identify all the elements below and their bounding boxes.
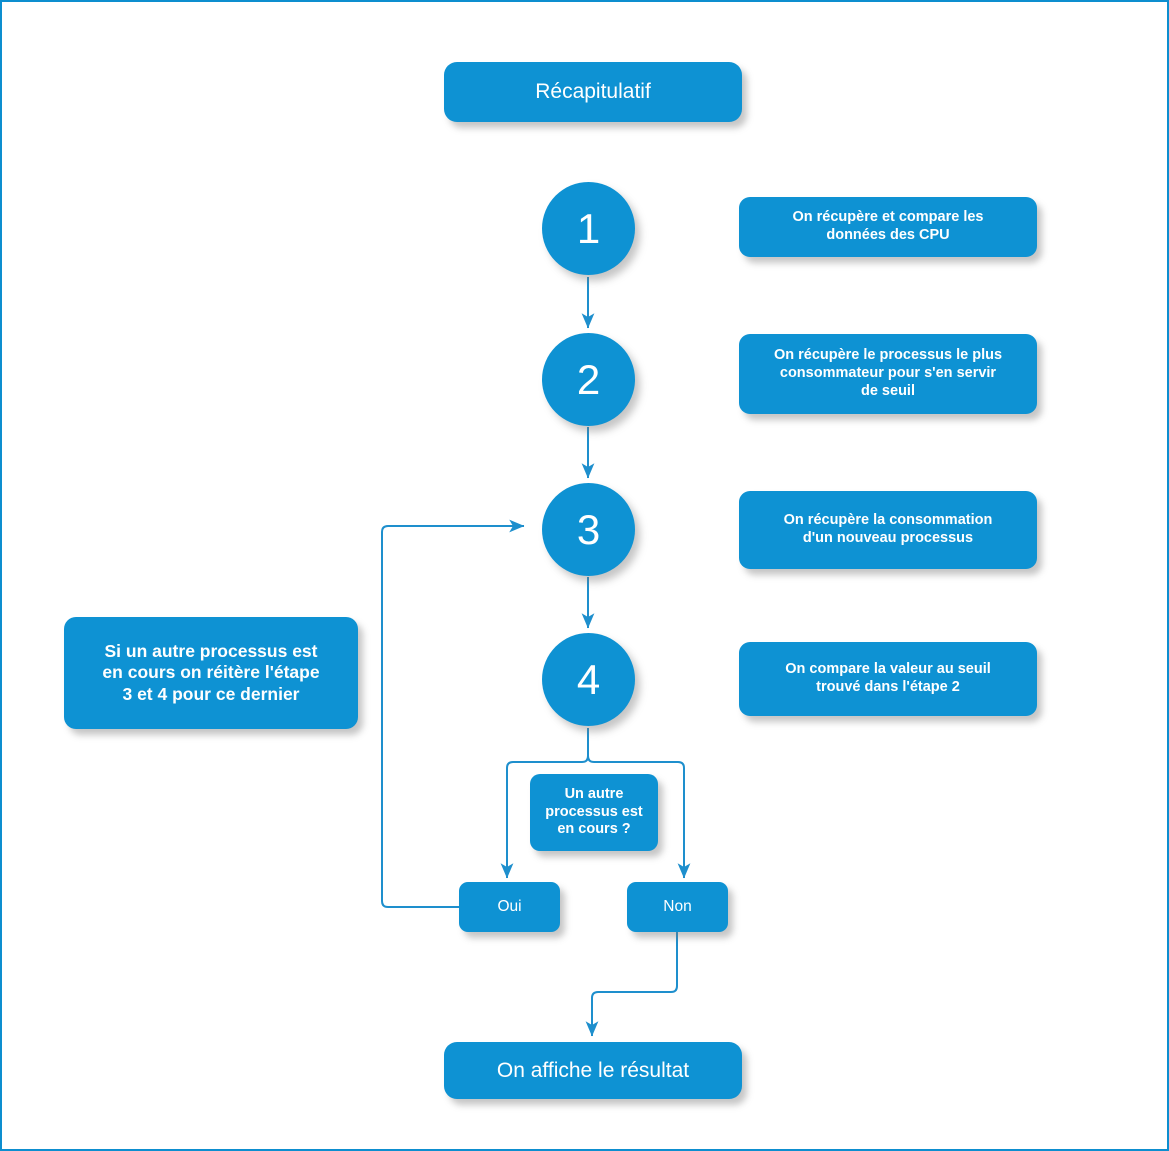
title-label: Récapitulatif <box>535 80 651 104</box>
step-note-1[interactable]: On récupère et compare les données des C… <box>739 197 1037 257</box>
connector-non-result <box>585 932 678 1037</box>
decision-box[interactable]: Un autre processus est en cours ? <box>530 774 658 851</box>
branch-box-oui[interactable]: Oui <box>459 882 560 932</box>
step-circle-2[interactable]: 2 <box>542 333 635 426</box>
step-circle-3[interactable]: 3 <box>542 483 635 576</box>
result-box[interactable]: On affiche le résultat <box>444 1042 742 1099</box>
step-number-1: 1 <box>576 204 601 252</box>
step-number-3: 3 <box>576 505 601 553</box>
step-circle-1[interactable]: 1 <box>542 182 635 275</box>
decision-label: Un autre processus est en cours ? <box>545 785 643 838</box>
loop-note-label: Si un autre processus est en cours on ré… <box>102 640 320 704</box>
connector-oui-loopback <box>381 519 525 908</box>
loop-note-box[interactable]: Si un autre processus est en cours on ré… <box>64 617 358 729</box>
step-note-4[interactable]: On compare la valeur au seuil trouvé dan… <box>739 642 1037 716</box>
step-note-3[interactable]: On récupère la consommation d'un nouveau… <box>739 491 1037 569</box>
step-note-2-label: On récupère le processus le plus consomm… <box>773 347 1003 399</box>
step-note-3-label: On récupère la consommation d'un nouveau… <box>783 512 993 546</box>
title-box[interactable]: Récapitulatif <box>444 62 742 122</box>
step-number-4: 4 <box>576 655 601 703</box>
step-note-4-label: On compare la valeur au seuil trouvé dan… <box>785 661 991 695</box>
step-note-2[interactable]: On récupère le processus le plus consomm… <box>739 334 1037 414</box>
branch-box-non[interactable]: Non <box>627 882 728 932</box>
result-label: On affiche le résultat <box>496 1058 690 1082</box>
step-number-2: 2 <box>576 355 601 403</box>
step-note-1-label: On récupère et compare les données des C… <box>792 209 984 243</box>
branch-non-label: Non <box>663 897 692 915</box>
branch-oui-label: Oui <box>497 897 522 915</box>
step-circle-4[interactable]: 4 <box>542 633 635 726</box>
